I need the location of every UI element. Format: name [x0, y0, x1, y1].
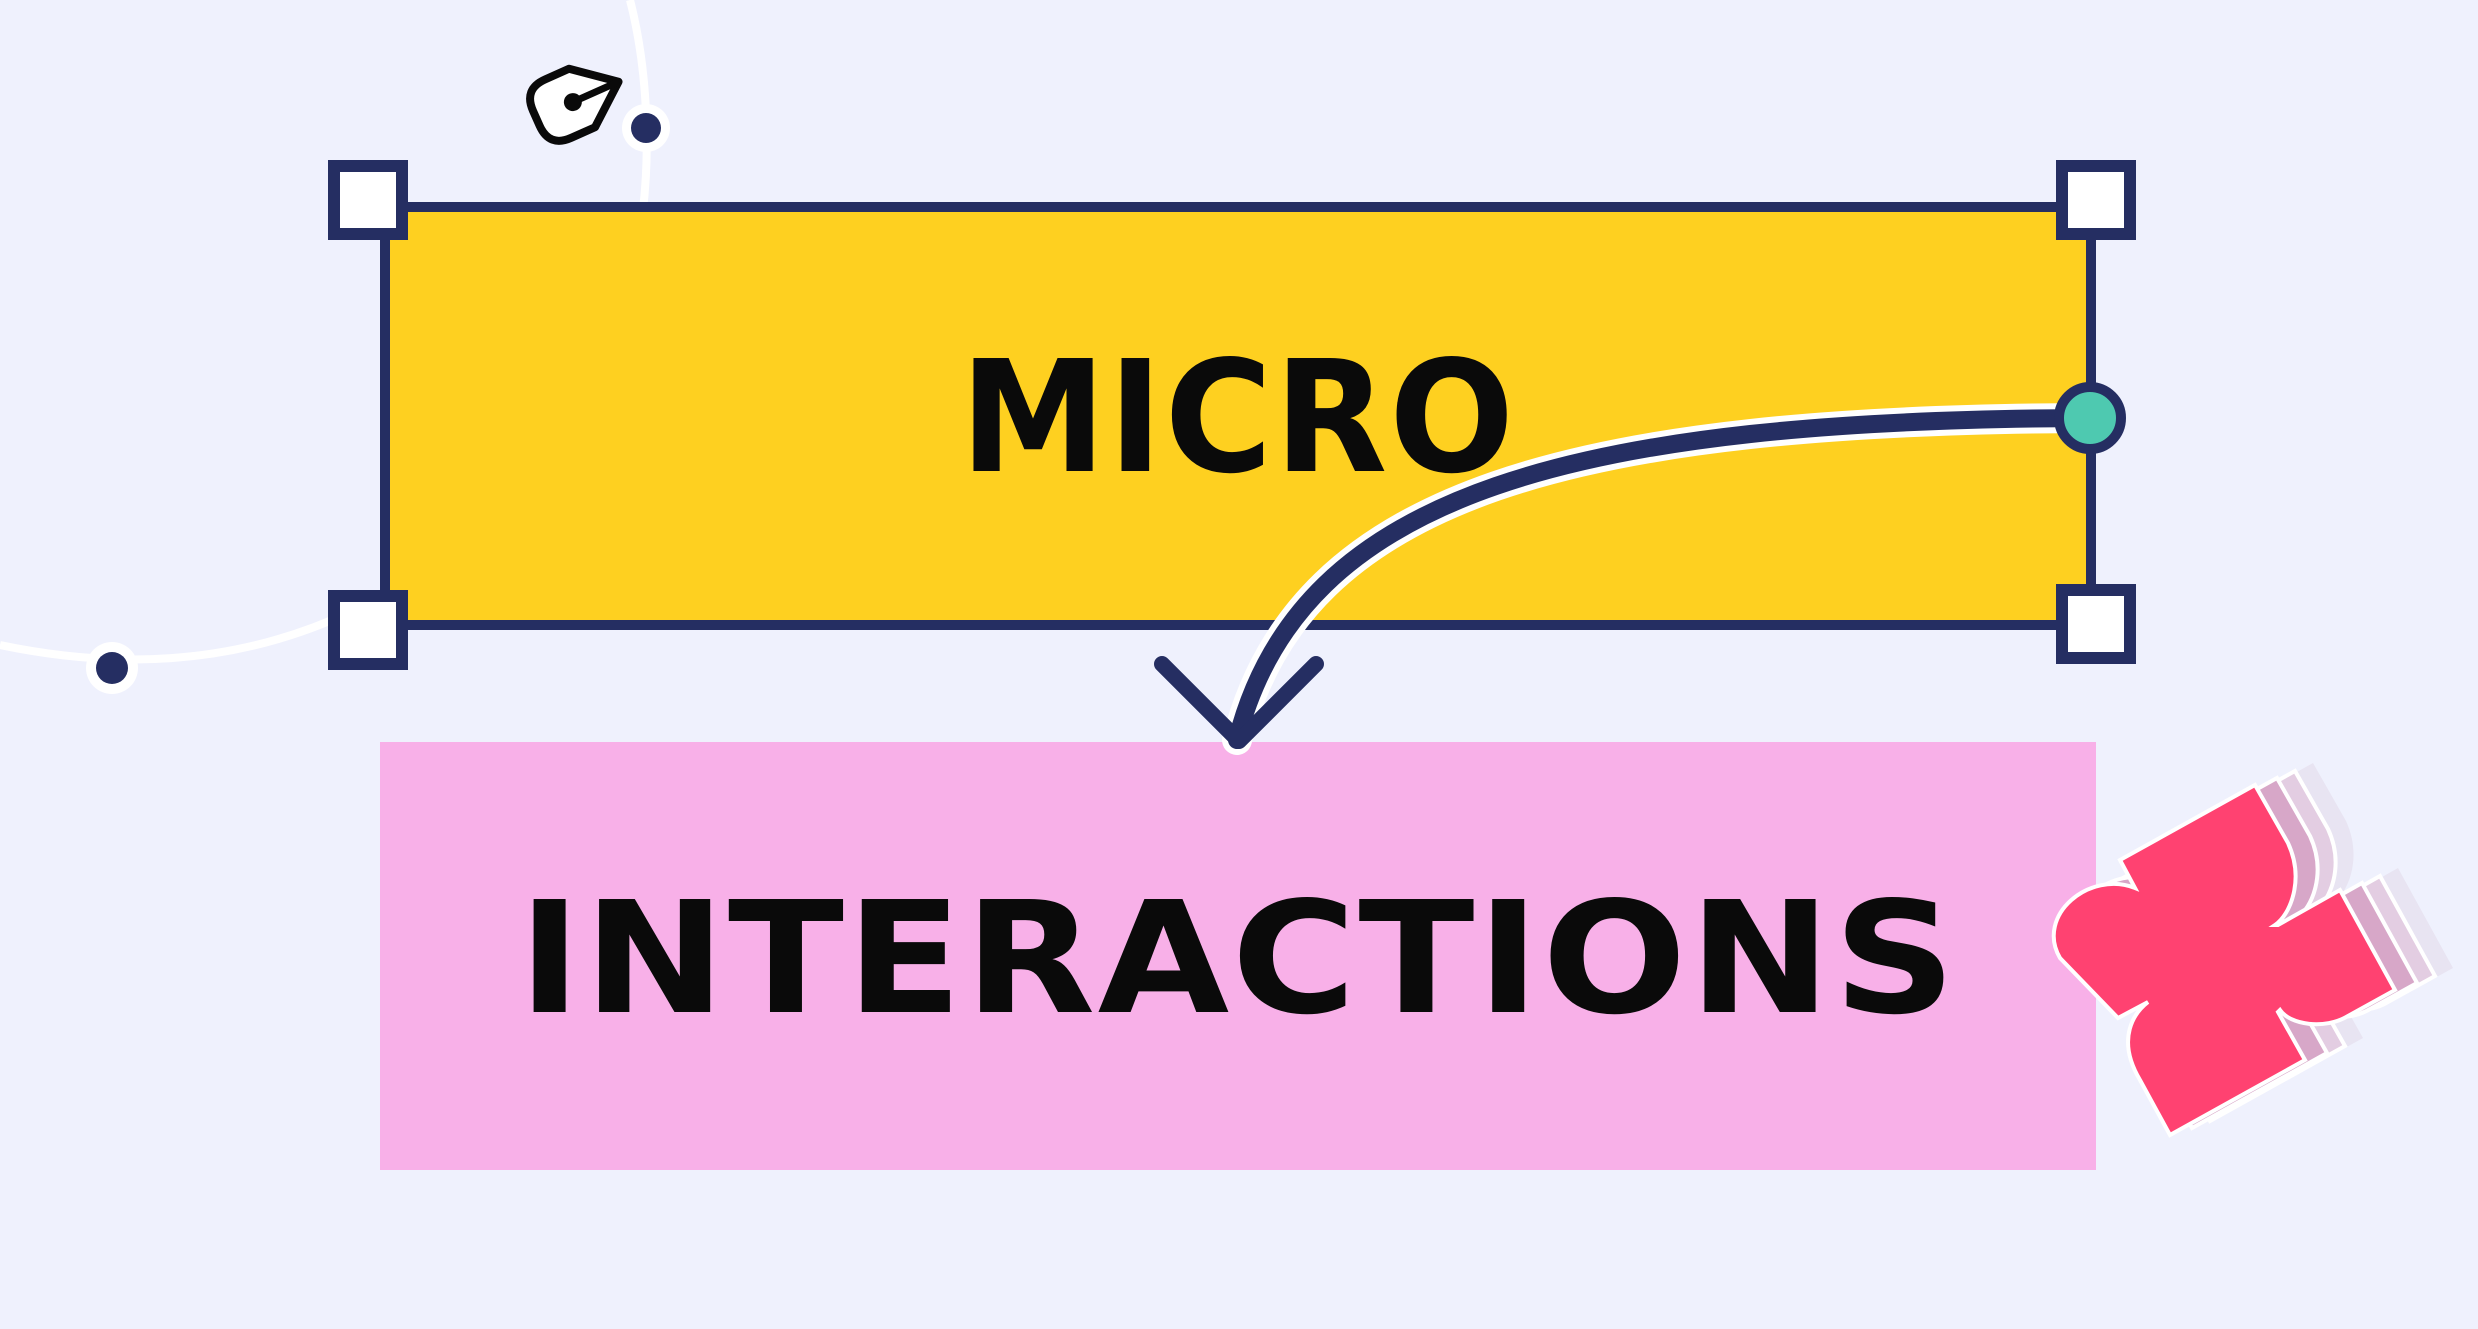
- resize-handle-top-right[interactable]: [2056, 160, 2136, 240]
- connector-curve-inner: [1228, 409, 2099, 749]
- micro-label: MICRO: [960, 327, 1516, 508]
- rounded-cross-shape-icon: [2051, 763, 2453, 1138]
- resize-handle-bottom-left[interactable]: [328, 590, 408, 670]
- interactions-label: INTERACTIONS: [518, 868, 1958, 1049]
- arrowhead-icon: [1154, 656, 1324, 749]
- connector-arrow[interactable]: [1154, 382, 2126, 755]
- interactions-box[interactable]: INTERACTIONS: [380, 742, 2096, 1170]
- guide-curve-left: [0, 608, 352, 664]
- cross-primary: [2051, 782, 2398, 1138]
- guide-node-left-core: [96, 652, 128, 684]
- guide-node-top-core: [631, 113, 661, 143]
- resize-handle-top-left[interactable]: [328, 160, 408, 240]
- pen-tool-icon: [526, 64, 623, 145]
- resize-handle-bottom-right[interactable]: [2056, 584, 2136, 664]
- selection-handles: [328, 160, 2136, 670]
- connector-anchor-handle[interactable]: [2054, 382, 2126, 454]
- guide-nodes: [86, 104, 670, 694]
- interactions-box-background: [380, 742, 2096, 1170]
